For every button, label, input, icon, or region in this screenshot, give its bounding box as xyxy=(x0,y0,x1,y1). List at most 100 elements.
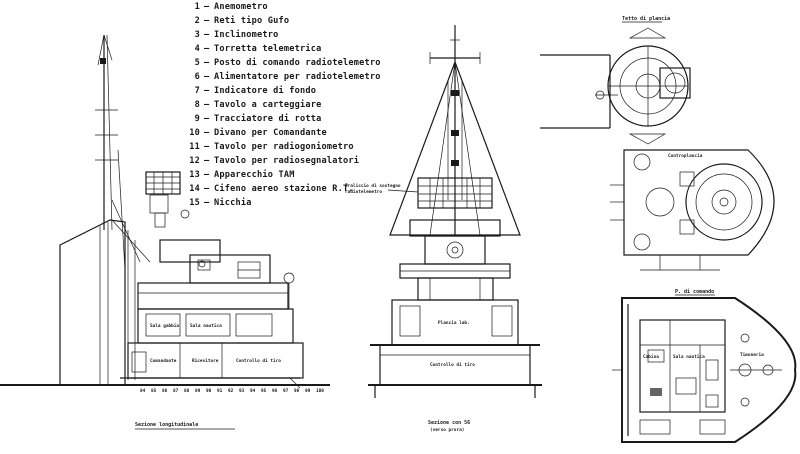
svg-text:4: 4 xyxy=(195,44,200,54)
svg-text:93: 93 xyxy=(239,388,245,394)
svg-text:–: – xyxy=(204,170,210,180)
svg-text:8: 8 xyxy=(195,100,200,110)
svg-text:91: 91 xyxy=(217,388,223,394)
svg-text:–: – xyxy=(204,2,210,12)
svg-text:–: – xyxy=(204,156,210,166)
plan-control-bridge: Controplancia xyxy=(610,149,775,271)
legend-item: 8–Tavolo a carteggiare xyxy=(195,99,322,110)
svg-text:92: 92 xyxy=(228,388,234,394)
svg-text:Torretta telemetrica: Torretta telemetrica xyxy=(214,43,321,54)
svg-text:95: 95 xyxy=(261,388,267,394)
legend-item: 14–Cifeno aereo stazione R.T. xyxy=(189,183,353,194)
svg-text:90: 90 xyxy=(206,388,212,394)
svg-text:Anemometro: Anemometro xyxy=(214,2,268,12)
svg-text:14: 14 xyxy=(189,184,200,194)
svg-text:85: 85 xyxy=(151,388,157,394)
svg-text:5: 5 xyxy=(195,58,200,68)
frame-numbers: 84 85 86 87 88 89 90 91 92 93 94 95 96 9… xyxy=(140,388,324,394)
svg-text:3: 3 xyxy=(195,30,200,40)
svg-text:Plancia lab.: Plancia lab. xyxy=(438,320,470,326)
svg-text:Sala gabbia: Sala gabbia xyxy=(150,323,179,329)
svg-text:–: – xyxy=(204,184,210,194)
legend-item: 6–Alimentatore per radiotelemetro xyxy=(195,71,381,82)
svg-text:9: 9 xyxy=(195,114,200,124)
svg-text:–: – xyxy=(204,44,210,54)
svg-text:Sala nautica: Sala nautica xyxy=(190,323,222,329)
svg-text:–: – xyxy=(204,142,210,152)
legend-item: 1–Anemometro xyxy=(195,2,268,12)
svg-text:Apparecchio TAM: Apparecchio TAM xyxy=(214,169,295,180)
svg-text:radiotelemetro: radiotelemetro xyxy=(345,189,382,195)
legend-item: 13–Apparecchio TAM xyxy=(189,169,294,180)
svg-text:Comandante: Comandante xyxy=(150,358,177,364)
svg-text:100: 100 xyxy=(316,388,324,394)
svg-text:Traliccio di sostegno: Traliccio di sostegno xyxy=(345,183,401,189)
svg-text:Tracciatore di rotta: Tracciatore di rotta xyxy=(214,113,321,124)
svg-text:Tetto di plancia: Tetto di plancia xyxy=(622,16,670,22)
svg-text:–: – xyxy=(204,100,210,110)
svg-text:Cifeno aereo stazione R.T.: Cifeno aereo stazione R.T. xyxy=(214,183,354,194)
legend-item: 15–Nicchia xyxy=(189,197,251,208)
svg-text:86: 86 xyxy=(162,388,168,394)
legend-item: 11–Tavolo per radiogoniometro xyxy=(189,141,353,152)
svg-text:(verso prora): (verso prora) xyxy=(430,427,464,433)
plan-command-deck: P. di comando Cabina Sala nautica Timone… xyxy=(612,289,797,443)
svg-text:10: 10 xyxy=(189,128,200,138)
svg-text:2: 2 xyxy=(195,16,200,26)
svg-text:Reti tipo Gufo: Reti tipo Gufo xyxy=(214,15,289,26)
svg-text:Controllo di tiro: Controllo di tiro xyxy=(236,358,281,364)
legend-item: 7–Indicatore di fondo xyxy=(195,85,316,96)
svg-text:Divano per Comandante: Divano per Comandante xyxy=(214,127,327,138)
svg-text:7: 7 xyxy=(195,86,200,96)
svg-text:Tavolo a carteggiare: Tavolo a carteggiare xyxy=(214,99,321,110)
svg-text:–: – xyxy=(204,30,210,40)
svg-text:–: – xyxy=(204,114,210,124)
svg-text:–: – xyxy=(204,58,210,68)
svg-text:–: – xyxy=(204,16,210,26)
longitudinal-section: Sala gabbia Sala nautica Comandante Rice… xyxy=(0,34,330,430)
svg-text:88: 88 xyxy=(184,388,190,394)
svg-text:Tavolo per radiogoniometro: Tavolo per radiogoniometro xyxy=(214,141,354,152)
cross-section: Traliccio di sostegno radiotelemetro Pla… xyxy=(345,25,542,433)
svg-text:84: 84 xyxy=(140,388,146,394)
svg-text:99: 99 xyxy=(305,388,311,394)
svg-text:Indicatore di fondo: Indicatore di fondo xyxy=(214,85,316,96)
svg-text:12: 12 xyxy=(189,156,200,166)
svg-text:87: 87 xyxy=(173,388,179,394)
svg-text:96: 96 xyxy=(272,388,278,394)
legend-item: 3–Inclinometro xyxy=(195,29,279,40)
svg-text:–: – xyxy=(204,86,210,96)
svg-text:97: 97 xyxy=(283,388,289,394)
svg-text:15: 15 xyxy=(189,198,200,208)
svg-text:89: 89 xyxy=(195,388,201,394)
svg-text:Tavolo per radiosegnalatori: Tavolo per radiosegnalatori xyxy=(214,155,359,166)
legend-item: 5–Posto di comando radiotelemetro xyxy=(195,57,381,68)
legend-item: 4–Torretta telemetrica xyxy=(195,43,322,54)
svg-text:94: 94 xyxy=(250,388,256,394)
legend-item: 12–Tavolo per radiosegnalatori xyxy=(189,155,359,166)
svg-text:–: – xyxy=(204,198,210,208)
plan-bridge-top: Tetto di plancia xyxy=(540,16,691,145)
caption-cross: Sezione con 56 xyxy=(428,420,470,426)
svg-text:Ricevitore: Ricevitore xyxy=(192,358,219,364)
svg-text:Posto di comando radiotelemetr: Posto di comando radiotelemetro xyxy=(214,57,381,68)
svg-text:Inclinometro: Inclinometro xyxy=(214,29,279,40)
svg-text:Alimentatore per radiotelemetr: Alimentatore per radiotelemetro xyxy=(214,71,381,82)
radar-array-front xyxy=(417,177,493,209)
legend-item: 2–Reti tipo Gufo xyxy=(195,15,289,26)
svg-text:–: – xyxy=(204,72,210,82)
svg-text:Cabina: Cabina xyxy=(643,354,659,360)
legend-item: 10–Divano per Comandante xyxy=(189,127,327,138)
svg-text:Sala nautica: Sala nautica xyxy=(673,354,705,360)
svg-text:–: – xyxy=(204,128,210,138)
svg-text:Controllo di tiro: Controllo di tiro xyxy=(430,362,475,368)
svg-text:13: 13 xyxy=(189,170,200,180)
command-deck-outline xyxy=(621,297,797,443)
mast-lattice xyxy=(389,60,521,236)
funnel xyxy=(59,219,126,386)
caption-longitudinal: Sezione longitudinale xyxy=(135,422,198,428)
legend: 1–Anemometro 2–Reti tipo Gufo 3–Inclinom… xyxy=(189,2,380,208)
svg-text:Timoneria: Timoneria xyxy=(740,352,764,358)
svg-text:98: 98 xyxy=(294,388,300,394)
